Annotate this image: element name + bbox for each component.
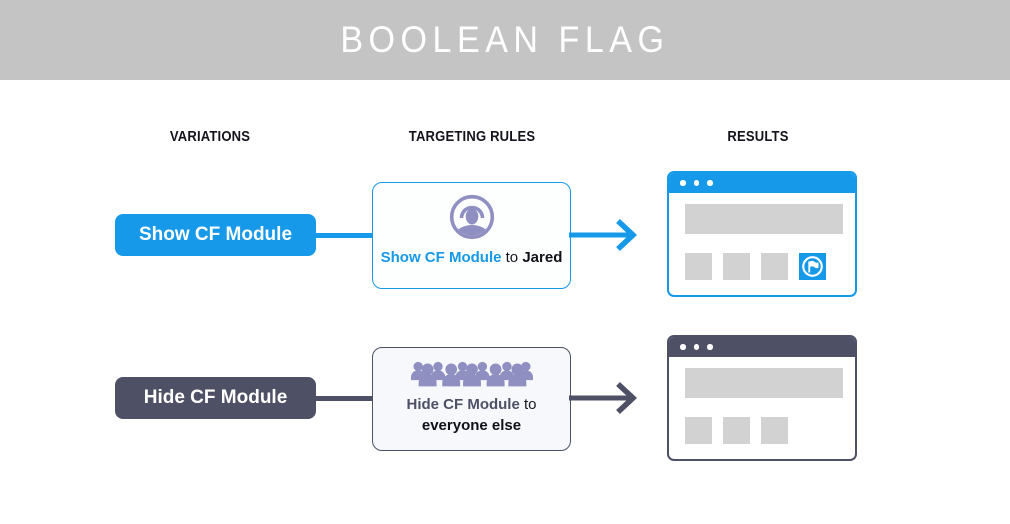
window-dot [680, 344, 686, 350]
column-header-targeting-rules: TARGETING RULES [408, 129, 536, 145]
window-dot [680, 180, 686, 186]
variation-pill-hide-cf-module: Hide CF Module [115, 377, 316, 419]
rule-connector: to [523, 396, 537, 413]
browser-titlebar [669, 173, 855, 193]
placeholder-tile [723, 253, 750, 280]
placeholder-tile [761, 253, 788, 280]
placeholder-tile [761, 417, 788, 444]
placeholder-banner [685, 368, 843, 398]
column-header-variations: VARIATIONS [169, 129, 251, 145]
cf-module-tile [799, 253, 826, 280]
connector-line [316, 396, 372, 401]
placeholder-tile [685, 253, 712, 280]
targeting-rule-card-hide: Hide CF Module to everyone else [372, 347, 571, 451]
result-browser-hide [667, 335, 857, 461]
placeholder-banner [685, 204, 843, 234]
result-browser-show [667, 171, 857, 297]
rule-flag-name: Show CF Module [380, 249, 502, 266]
targeting-rule-card-show: Show CF Module to Jared [372, 182, 571, 289]
placeholder-tiles [685, 253, 826, 280]
connector-line [316, 233, 372, 238]
arrow-right-icon [569, 217, 649, 253]
page-title: BOOLEAN FLAG [340, 19, 670, 60]
user-avatar-icon [447, 193, 497, 241]
column-header-results: RESULTS [727, 129, 789, 145]
flag-icon [802, 256, 823, 277]
window-dot [707, 180, 713, 186]
rule-audience: everyone else [421, 417, 522, 434]
window-dot [707, 344, 713, 350]
rule-flag-name: Hide CF Module [406, 396, 520, 413]
header-banner: BOOLEAN FLAG [0, 0, 1010, 80]
placeholder-tiles [685, 417, 788, 444]
variation-pill-show-cf-module: Show CF Module [115, 214, 316, 256]
rule-text: Show CF Module to Jared [381, 247, 563, 268]
placeholder-tile [685, 417, 712, 444]
window-dot [693, 180, 699, 186]
placeholder-tile [723, 417, 750, 444]
crowd-icon [406, 358, 538, 392]
window-dot [693, 344, 699, 350]
rule-text: Hide CF Module to everyone else [406, 394, 536, 436]
rule-audience: Jared [522, 249, 563, 266]
browser-titlebar [669, 337, 855, 357]
arrow-right-icon [569, 380, 649, 416]
rule-connector: to [505, 249, 519, 266]
